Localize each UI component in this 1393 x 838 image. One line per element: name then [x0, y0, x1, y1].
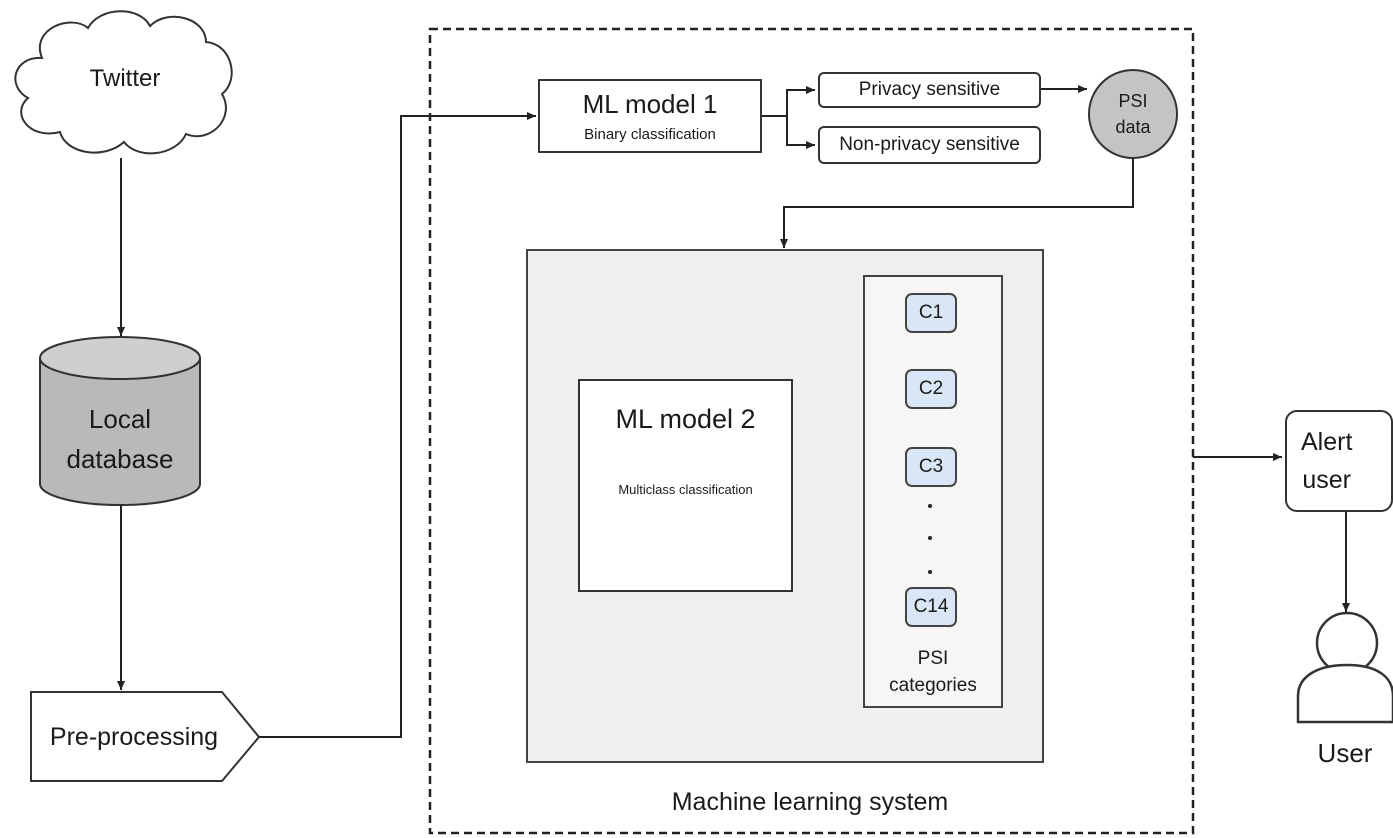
twitter-label: Twitter — [89, 65, 161, 92]
ml-model-2-subtitle: Multiclass classification — [618, 481, 753, 497]
ellipsis-dot — [928, 536, 932, 540]
user-label: User — [1317, 737, 1373, 768]
database-cylinder-icon — [39, 336, 201, 506]
category-c14: C14 — [905, 587, 957, 627]
ml-model-1-box: ML model 1 Binary classification — [538, 79, 762, 153]
categories-column — [863, 275, 1003, 708]
alert-user-box: Alert user — [1285, 410, 1393, 512]
psi-categories-label: PSI categories — [889, 648, 977, 696]
arrow-ml-model-1-to-non-privacy-sensitive — [786, 116, 815, 149]
privacy-sensitive-box: Privacy sensitive — [818, 72, 1041, 108]
arrow-preprocessing-to-ml-model-1 — [259, 112, 536, 738]
ml-model-2-title: ML model 2 — [615, 403, 756, 434]
preprocessing-label: Pre-processing — [49, 722, 219, 751]
non-privacy-sensitive-box: Non-privacy sensitive — [818, 126, 1041, 164]
preprocessing-shape — [30, 691, 261, 782]
user-person-icon — [1296, 611, 1393, 724]
category-c1: C1 — [905, 293, 957, 333]
cloud-icon — [14, 10, 233, 155]
ml-model-1-subtitle: Binary classification — [584, 125, 716, 143]
arrow-ml-model-1-to-privacy-sensitive — [762, 86, 815, 117]
ml-model-1-title: ML model 1 — [582, 88, 718, 119]
ellipsis-dot — [928, 504, 932, 508]
ml-system-label: Machine learning system — [671, 787, 949, 816]
category-c3: C3 — [905, 447, 957, 487]
arrow-psi-data-to-panel — [780, 158, 1134, 248]
psi-data-label: PSI data — [1115, 91, 1151, 137]
ellipsis-dot — [928, 570, 932, 574]
ml-model-2-box: ML model 2 Multiclass classification — [578, 379, 793, 592]
category-c2: C2 — [905, 369, 957, 409]
database-label: Local database — [66, 404, 174, 474]
ml-system-boundary — [428, 27, 1195, 835]
